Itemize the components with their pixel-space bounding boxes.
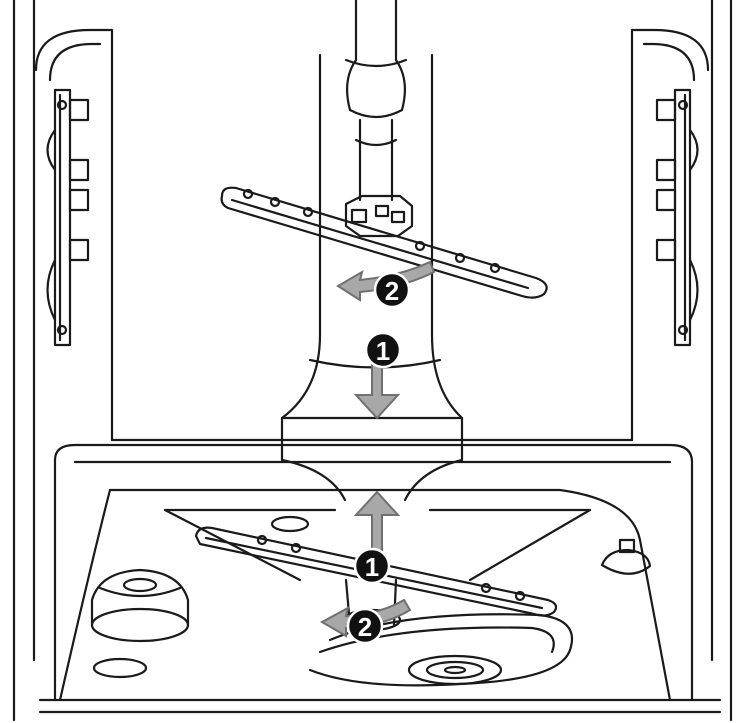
drain-assembly [92,515,573,687]
callout-upper-2-label: 2 [385,276,399,306]
callout-lower-1: 1 [353,547,391,585]
upper-supply-pipe [344,0,408,202]
down-arrow [353,359,401,420]
callout-upper-2: 2 [373,271,411,309]
upper-spray-arm [220,186,548,299]
spray-nozzle-knob [600,538,652,575]
water-supply-column [280,53,464,502]
callout-upper-1: 1 [364,331,402,369]
callout-lower-2-label: 2 [358,612,372,642]
filter-cap [90,568,190,643]
left-rack-rail [46,88,90,347]
right-rack-rail [655,88,699,347]
callout-lower-2: 2 [346,607,384,645]
tub-walls [12,0,733,722]
callout-lower-1-label: 1 [365,552,379,582]
lower-basin [38,443,722,714]
callout-upper-1-label: 1 [376,336,390,366]
